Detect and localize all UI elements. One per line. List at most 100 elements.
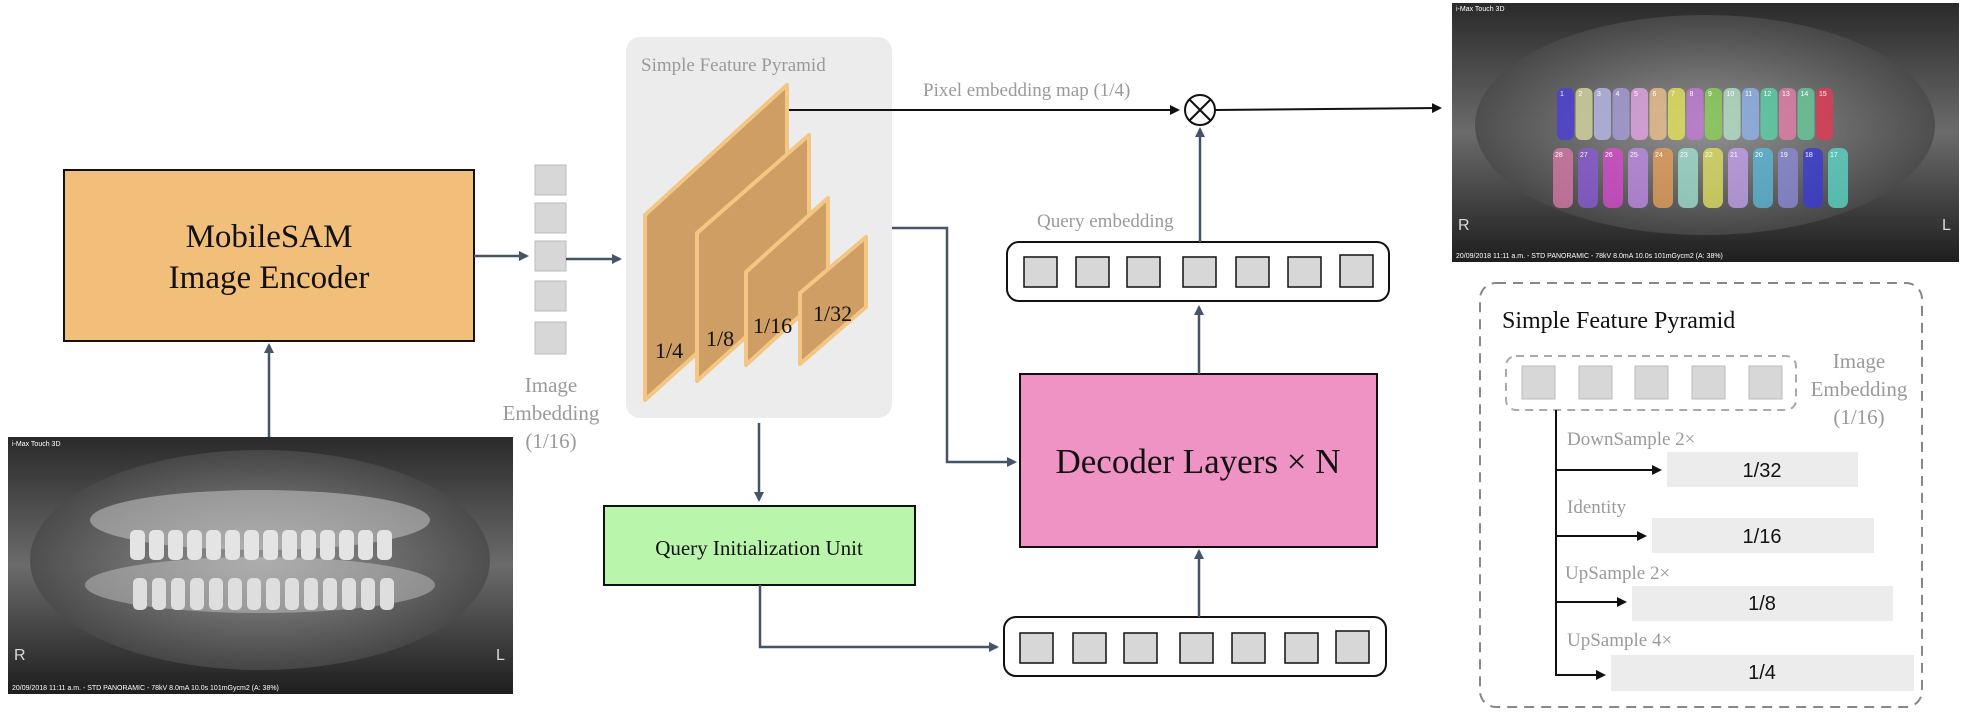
segmented-upper-tooth xyxy=(1742,88,1759,140)
upper-tooth-shape xyxy=(358,530,373,560)
pyramid-layer-1-32 xyxy=(798,235,868,366)
query-cell xyxy=(1335,630,1370,664)
inset-embedding-label-3: (1/16) xyxy=(1833,405,1884,429)
image-embedding-column: Image Embedding (1/16) xyxy=(503,164,600,453)
decoder-box xyxy=(1019,373,1378,548)
upper-tooth-shape xyxy=(263,530,278,560)
query-cell xyxy=(1235,256,1270,288)
lower-tooth-shape xyxy=(171,578,185,610)
segmented-lower-tooth xyxy=(1803,148,1823,208)
arrow-pyramid-to-decoder xyxy=(892,226,1017,467)
tooth-number-label: 10 xyxy=(1727,91,1735,98)
input-xray-brand: i-Max Touch 3D xyxy=(12,441,61,448)
inset-embedding-cell xyxy=(1691,365,1726,400)
embedding-cell xyxy=(534,202,567,234)
image-encoder-title: MobileSAM xyxy=(186,219,353,255)
pyramid-scale-label: 1/4 xyxy=(655,338,683,363)
tooth-number-label: 3 xyxy=(1597,91,1601,98)
inset-embedding-cell xyxy=(1634,365,1669,400)
pyramid-scale-label: 1/8 xyxy=(706,326,734,351)
inset-branch-op: UpSample 2× xyxy=(1565,563,1670,584)
query-cell xyxy=(1019,632,1054,664)
segmented-upper-tooth xyxy=(1668,88,1685,140)
segmented-lower-tooth xyxy=(1728,148,1748,208)
pyramid-scale-label: 1/16 xyxy=(753,313,792,338)
query-init-box xyxy=(603,505,916,586)
output-xray-right-marker: R xyxy=(1458,217,1470,234)
input-xray-right-marker: R xyxy=(14,647,26,664)
tooth-number-label: 20 xyxy=(1755,152,1763,159)
query-cell xyxy=(1072,632,1107,664)
pixel-embedding-label: Pixel embedding map (1/4) xyxy=(923,80,1130,101)
input-xray-footer: 20/09/2018 11:11 a.m. - STD PANORAMIC - … xyxy=(12,685,279,692)
tooth-number-label: 22 xyxy=(1705,152,1713,159)
segmented-lower-tooth xyxy=(1628,148,1648,208)
query-cell xyxy=(1182,256,1217,288)
lower-tooth-shape xyxy=(266,578,280,610)
lower-tooth-shape xyxy=(209,578,223,610)
query-init-block: Query Initialization Unit xyxy=(603,505,916,586)
segmented-lower-tooth xyxy=(1828,148,1848,208)
output-xray-left-marker: L xyxy=(1942,217,1951,234)
tooth-number-label: 28 xyxy=(1555,152,1563,159)
query-cell xyxy=(1231,632,1266,664)
tooth-number-label: 23 xyxy=(1680,152,1688,159)
query-cell xyxy=(1123,632,1158,664)
output-xray-brand: i-Max Touch 3D xyxy=(1456,6,1505,13)
query-cell xyxy=(1284,632,1319,664)
segmented-upper-tooth xyxy=(1649,88,1667,140)
pyramid-detail-inset: Simple Feature Pyramid Image Embedding (… xyxy=(1479,282,1923,708)
segmented-lower-tooth xyxy=(1578,148,1598,208)
inset-embedding-label-1: Image xyxy=(1833,349,1885,373)
segmented-upper-tooth xyxy=(1705,88,1722,140)
arrow-to-output xyxy=(1214,103,1442,114)
image-encoder-box xyxy=(63,169,475,342)
inset-branch-op: Identity xyxy=(1567,497,1627,518)
tooth-number-label: 11 xyxy=(1745,91,1752,98)
upper-tooth-shape xyxy=(282,530,297,560)
query-embedding-vector: Query embedding xyxy=(1006,211,1390,302)
image-encoder-block: MobileSAM Image Encoder xyxy=(63,169,475,342)
feature-pyramid-block: Simple Feature Pyramid 1/4 1/8 1/16 1/32 xyxy=(626,37,892,418)
decoder-block: Decoder Layers × N xyxy=(1019,373,1378,548)
tooth-number-label: 24 xyxy=(1655,152,1663,159)
embedding-cell xyxy=(534,240,567,272)
inset-embedding-cell xyxy=(1578,365,1613,400)
query-cell xyxy=(1126,256,1161,288)
multiply-operator xyxy=(1184,94,1216,126)
lower-tooth-shape xyxy=(228,578,242,610)
tooth-number-label: 19 xyxy=(1780,152,1788,159)
inset-embedding-cell xyxy=(1748,365,1783,400)
segmented-upper-tooth xyxy=(1686,88,1704,140)
lower-tooth-shape xyxy=(304,578,318,610)
inset-branch-box xyxy=(1652,518,1874,553)
lower-tooth-shape xyxy=(323,578,337,610)
segmented-lower-tooth xyxy=(1603,148,1623,208)
embedding-label-1: Image xyxy=(525,373,577,397)
upper-tooth-shape xyxy=(244,530,259,560)
embedding-label-2: Embedding xyxy=(503,401,600,425)
inset-branch-scale: 1/8 xyxy=(1748,593,1776,615)
embedding-cell xyxy=(534,164,567,196)
lower-tooth-shape xyxy=(285,578,299,610)
inset-embedding-cell xyxy=(1521,365,1556,400)
tooth-number-label: 15 xyxy=(1819,91,1827,98)
embedding-cell xyxy=(534,280,567,312)
tooth-number-label: 4 xyxy=(1616,91,1620,98)
segmented-upper-tooth xyxy=(1612,88,1630,140)
arrow-query-init-to-queries xyxy=(758,585,999,652)
lower-tooth-shape xyxy=(361,578,375,610)
segmented-lower-tooth xyxy=(1553,148,1573,208)
tooth-number-label: 17 xyxy=(1830,152,1838,159)
inset-border xyxy=(1479,282,1923,708)
segmented-lower-tooth xyxy=(1778,148,1798,208)
segmented-upper-tooth xyxy=(1557,88,1574,140)
tooth-number-label: 9 xyxy=(1708,91,1712,98)
inset-embedding-label-2: Embedding xyxy=(1811,377,1908,401)
upper-tooth-shape xyxy=(377,530,392,560)
input-xray-left-marker: L xyxy=(496,647,505,664)
decoder-label: Decoder Layers × N xyxy=(1055,442,1340,481)
lower-tooth-shape xyxy=(133,578,147,610)
lower-tooth-shape xyxy=(342,578,356,610)
